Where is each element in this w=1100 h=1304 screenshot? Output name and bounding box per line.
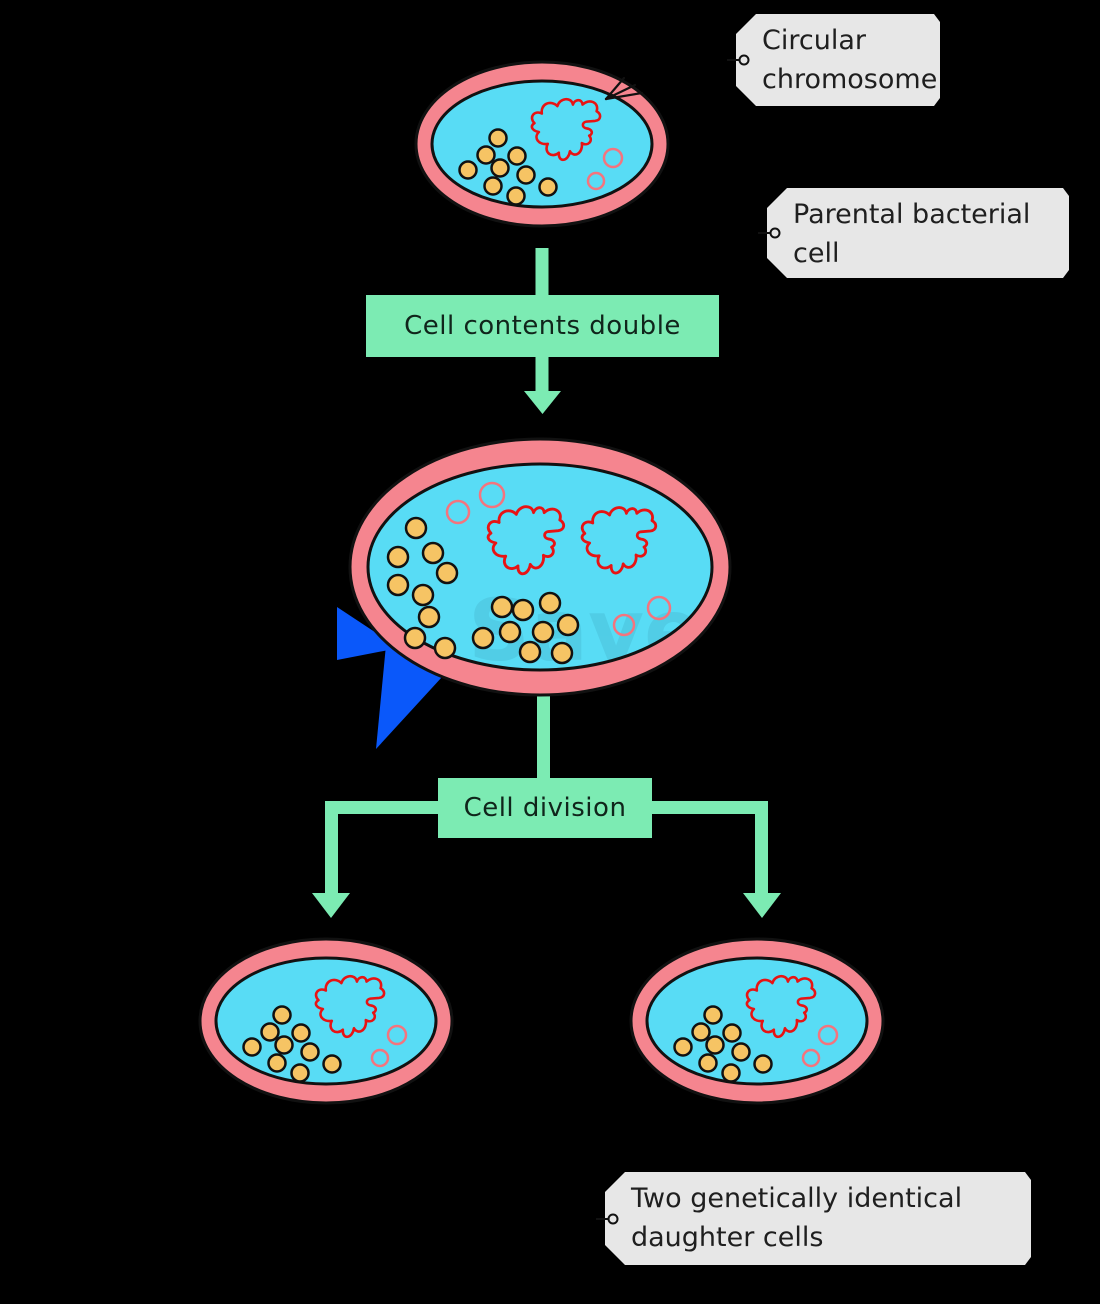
label-parental-bacterial-cell: Parental bacterial cell [758, 188, 1069, 278]
step-label: Cell division [463, 793, 627, 823]
daughter-cell-right [631, 939, 883, 1103]
step-box-cell-contents-double: Cell contents double [366, 295, 719, 357]
arrow-shaft [537, 694, 550, 780]
label-text: Two genetically identical daughter cells [605, 1172, 1031, 1265]
arrow-shaft [535, 248, 549, 298]
arrow-head-icon [743, 893, 781, 918]
arrow-head-icon [312, 893, 350, 918]
daughter-cell-left [200, 939, 452, 1103]
tag-connector-icon [758, 227, 781, 239]
label-daughter-cells: Two genetically identical daughter cells [596, 1172, 1031, 1265]
step-box-cell-division: Cell division [438, 778, 652, 838]
label-text: Parental bacterial cell [767, 188, 1069, 278]
chromosome-pointer-arrow [604, 76, 644, 101]
arrow-shaft [535, 355, 549, 391]
blue-bolt-decoration [337, 607, 442, 749]
label-circular-chromosome: Circular chromosome [727, 14, 940, 106]
doubled-bacterial-cell: SaveMyExams [348, 437, 732, 697]
arrow-shaft [325, 801, 338, 893]
label-text: Circular chromosome [736, 14, 940, 106]
tag-connector-icon [596, 1213, 619, 1224]
step-label: Cell contents double [404, 311, 681, 341]
arrow-head-icon [524, 391, 561, 414]
tag-connector-icon [727, 54, 750, 66]
arrow-shaft [755, 801, 768, 893]
